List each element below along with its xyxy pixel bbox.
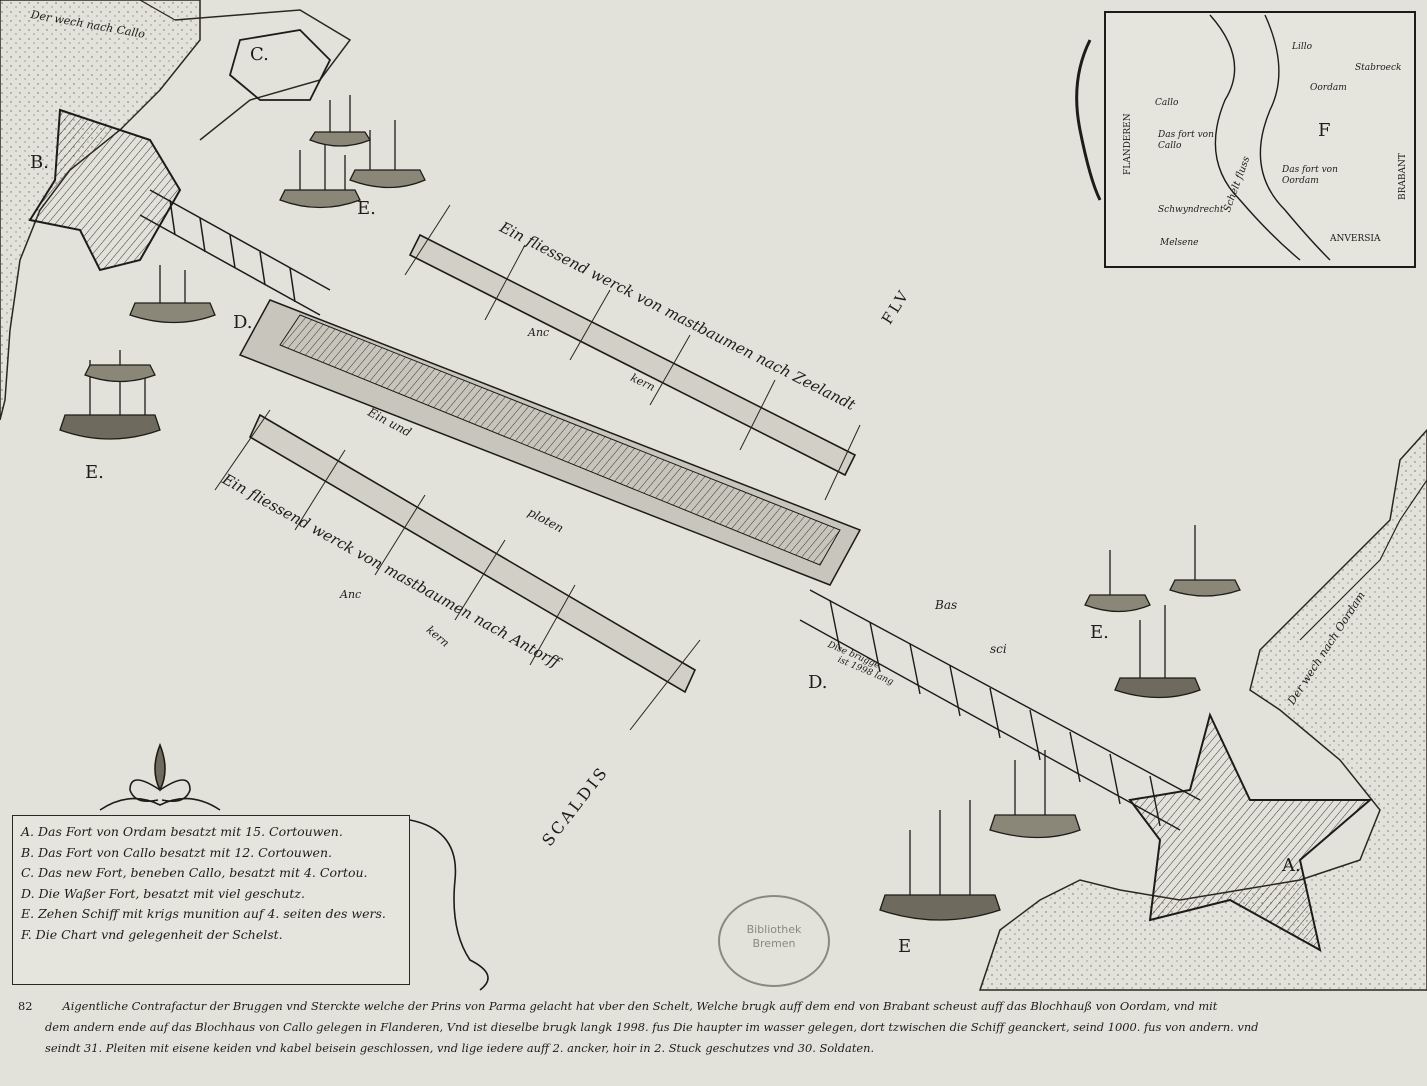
inset-river bbox=[1209, 14, 1331, 261]
fort-oordam-star bbox=[1128, 712, 1373, 952]
inset-label-brabant: BRABANT bbox=[1398, 153, 1408, 200]
inset-label-lillo: Lillo bbox=[1292, 42, 1313, 52]
key-letter-c: C. bbox=[250, 44, 269, 65]
caption-text-1: Aigentliche Contrafactur der Bruggen vnd… bbox=[62, 999, 1218, 1013]
key-letter-b: B. bbox=[30, 152, 49, 173]
page-number: 82 bbox=[18, 999, 33, 1013]
sci-label: sci bbox=[990, 642, 1007, 656]
bas-label: Bas bbox=[935, 598, 958, 612]
key-letter-d-left: D. bbox=[233, 312, 253, 333]
inset-label-schwyndrecht: Schwyndrecht bbox=[1158, 205, 1224, 215]
caption-line-1: 82 Aigentliche Contrafactur der Bruggen v… bbox=[18, 996, 1413, 1017]
right-pier-bridge bbox=[799, 589, 1201, 831]
inset-label-flanderen: FLANDEREN bbox=[1123, 113, 1133, 175]
key-letter-e-top: E. bbox=[357, 198, 376, 219]
legend-item-b: B. Das Fort von Callo besatzt mit 12. Co… bbox=[21, 844, 332, 860]
lower-floating-work bbox=[248, 413, 697, 694]
key-letter-d-right: D. bbox=[808, 672, 828, 693]
inset-map-frame bbox=[1104, 11, 1416, 268]
inset-label-stabroeck: Stabroeck bbox=[1355, 63, 1402, 73]
inset-label-anvers: ANVERSIA bbox=[1330, 234, 1381, 244]
ship-bridge bbox=[238, 299, 862, 586]
fleur-de-lis-ornament bbox=[99, 742, 489, 991]
caption-line-3: seindt 31. Pleiten mit eisene keiden vnd… bbox=[45, 1041, 875, 1055]
upper-floating-work bbox=[408, 233, 857, 477]
key-letter-e-bottom: E bbox=[898, 936, 912, 957]
inset-label-f: F bbox=[1318, 120, 1331, 141]
key-letter-e-right: E. bbox=[1090, 622, 1109, 643]
ship-group-upper-left bbox=[279, 95, 426, 209]
key-letter-a: A. bbox=[1282, 855, 1301, 876]
legend-item-a: A. Das Fort von Ordam besatzt mit 15. Co… bbox=[21, 824, 343, 839]
library-stamp: Bibliothek Bremen bbox=[718, 895, 830, 987]
left-pier-bridge bbox=[139, 189, 331, 316]
ship-group-bottom bbox=[879, 750, 1081, 921]
inset-label-melsene: Melsene bbox=[1160, 238, 1199, 248]
stamp-line-1: Bibliothek bbox=[746, 923, 802, 936]
anc-label-upper: Anc bbox=[528, 326, 550, 339]
fort-new-star bbox=[228, 29, 332, 101]
legend-item-c: C. Das new Fort, beneben Callo, besatzt … bbox=[21, 865, 368, 880]
inset-label-oordam: Oordam bbox=[1310, 83, 1347, 93]
legend-box: A. Das Fort von Ordam besatzt mit 15. Co… bbox=[12, 815, 410, 985]
inset-scroll-left bbox=[1075, 39, 1102, 201]
fort-callo-star bbox=[28, 108, 182, 272]
inset-label-fort-callo: Das fort von Callo bbox=[1158, 130, 1214, 151]
stamp-line-2: Bremen bbox=[752, 937, 796, 950]
anc-label-lower: Anc bbox=[340, 588, 362, 601]
inset-label-fort-oordam: Das fort von Oordam bbox=[1282, 165, 1338, 186]
legend-item-f: F. Die Chart vnd gelegenheit der Schelst… bbox=[21, 926, 283, 942]
ship-group-right bbox=[1084, 525, 1241, 699]
anchor-lines bbox=[214, 204, 861, 731]
key-letter-e-left: E. bbox=[85, 462, 104, 483]
caption-line-2: dem andern ende auf das Blochhaus von Ca… bbox=[45, 1020, 1259, 1034]
legend-item-e: E. Zehen Schiff mit krigs munition auf 4… bbox=[21, 906, 386, 921]
legend-item-d: D. Die Waßer Fort, besatzt mit viel gesc… bbox=[21, 885, 305, 901]
caption-block: 82 Aigentliche Contrafactur der Bruggen v… bbox=[18, 996, 1413, 1059]
ship-group-left bbox=[59, 265, 216, 440]
right-riverbank bbox=[978, 428, 1427, 991]
inset-label-callo: Callo bbox=[1155, 98, 1179, 108]
